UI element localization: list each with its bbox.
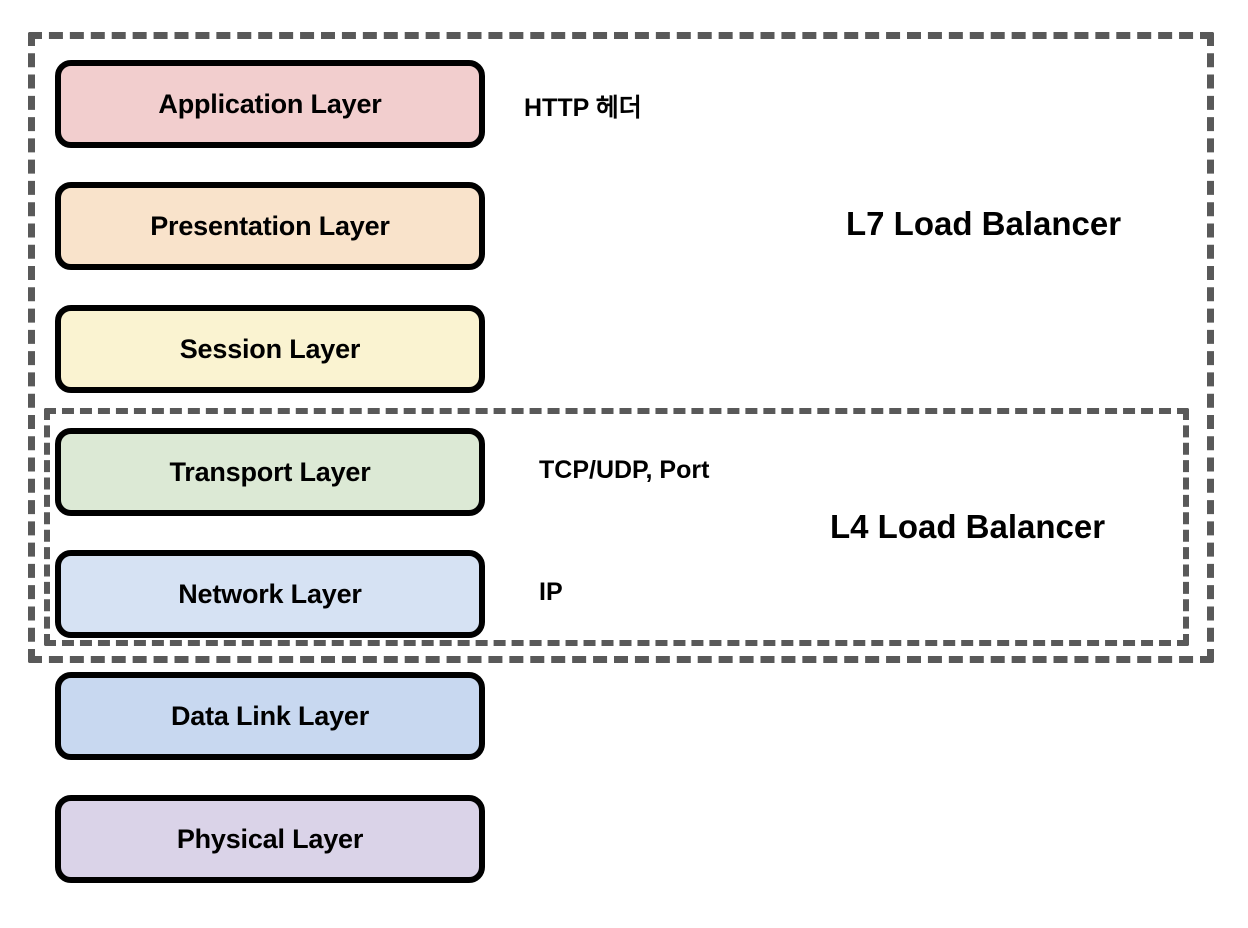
annotation-ip: IP [539,578,563,606]
layer-label-network: Network Layer [178,578,362,609]
layer-label-application: Application Layer [158,88,382,119]
caption-l4-load-balancer: L4 Load Balancer [830,508,1106,545]
layer-box-transport[interactable]: Transport Layer [55,428,485,516]
layer-label-presentation: Presentation Layer [150,210,390,241]
layer-box-application[interactable]: Application Layer [55,60,485,148]
l4-load-balancer-group-box [44,408,1189,646]
layer-label-transport: Transport Layer [169,456,371,487]
layer-box-presentation[interactable]: Presentation Layer [55,182,485,270]
layer-box-session[interactable]: Session Layer [55,305,485,393]
layer-box-physical[interactable]: Physical Layer [55,795,485,883]
layer-box-network[interactable]: Network Layer [55,550,485,638]
layer-label-data-link: Data Link Layer [170,700,370,731]
layer-label-session: Session Layer [179,333,361,364]
annotation-tcp-udp-port: TCP/UDP, Port [539,456,710,484]
layer-box-data-link[interactable]: Data Link Layer [55,672,485,760]
l7-load-balancer-group-box [28,32,1214,663]
annotation-http-header: HTTP 헤더 [524,94,642,122]
caption-l7-load-balancer: L7 Load Balancer [846,205,1122,242]
layer-label-physical: Physical Layer [176,823,364,854]
